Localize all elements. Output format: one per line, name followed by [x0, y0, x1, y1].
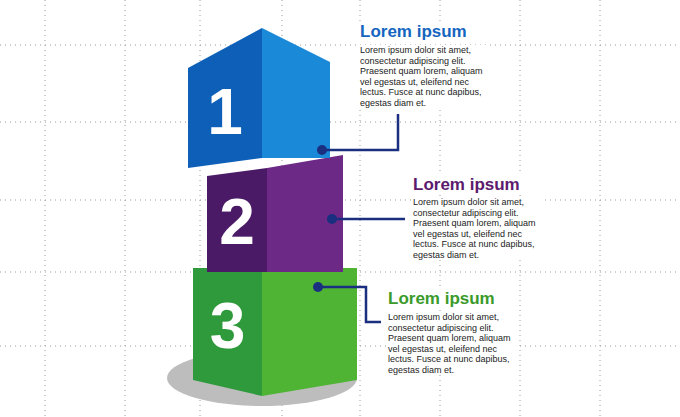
leader-line: [318, 287, 381, 322]
cube-face: [193, 268, 262, 396]
leader-dot: [317, 145, 327, 155]
grid-line: [0, 45, 680, 46]
callout-body: Lorem ipsum dolor sit amet, consectetur …: [412, 197, 542, 260]
leader-line: [332, 218, 405, 221]
cube-face: [207, 168, 267, 272]
cube-box: 3: [193, 270, 262, 382]
cube-box: 2: [207, 172, 267, 272]
cube-face: [262, 28, 330, 158]
cube-number: 1: [207, 80, 243, 144]
callout-heading: Lorem ipsum: [387, 289, 496, 309]
grid-line: [0, 122, 680, 123]
cube-face: [188, 28, 262, 168]
cube-face: [267, 155, 343, 272]
leader-line: [322, 114, 398, 150]
cube-box: 1: [188, 62, 262, 162]
cube-number: 3: [210, 294, 246, 358]
grid-line: [600, 0, 601, 417]
leader-dots: [313, 145, 337, 292]
grid-line: [45, 0, 46, 417]
cube-number: 2: [219, 190, 255, 254]
callout-heading: Lorem ipsum: [359, 22, 468, 42]
grid-line: [125, 0, 126, 417]
callout-body: Lorem ipsum dolor sit amet, consectetur …: [387, 312, 517, 375]
callout-body: Lorem ipsum dolor sit amet, consectetur …: [359, 45, 489, 108]
leader-dot: [313, 282, 323, 292]
callout-heading: Lorem ipsum: [412, 175, 521, 195]
leader-dot: [327, 214, 337, 224]
